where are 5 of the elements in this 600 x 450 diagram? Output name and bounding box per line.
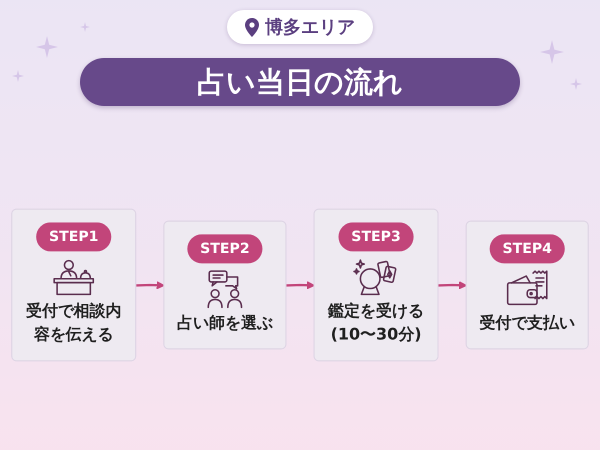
title: 占い当日の流れ [80, 58, 520, 106]
arrow [136, 281, 165, 290]
arrow [286, 281, 315, 290]
arrow [438, 281, 468, 290]
area-label: 博多エリア [265, 16, 355, 39]
